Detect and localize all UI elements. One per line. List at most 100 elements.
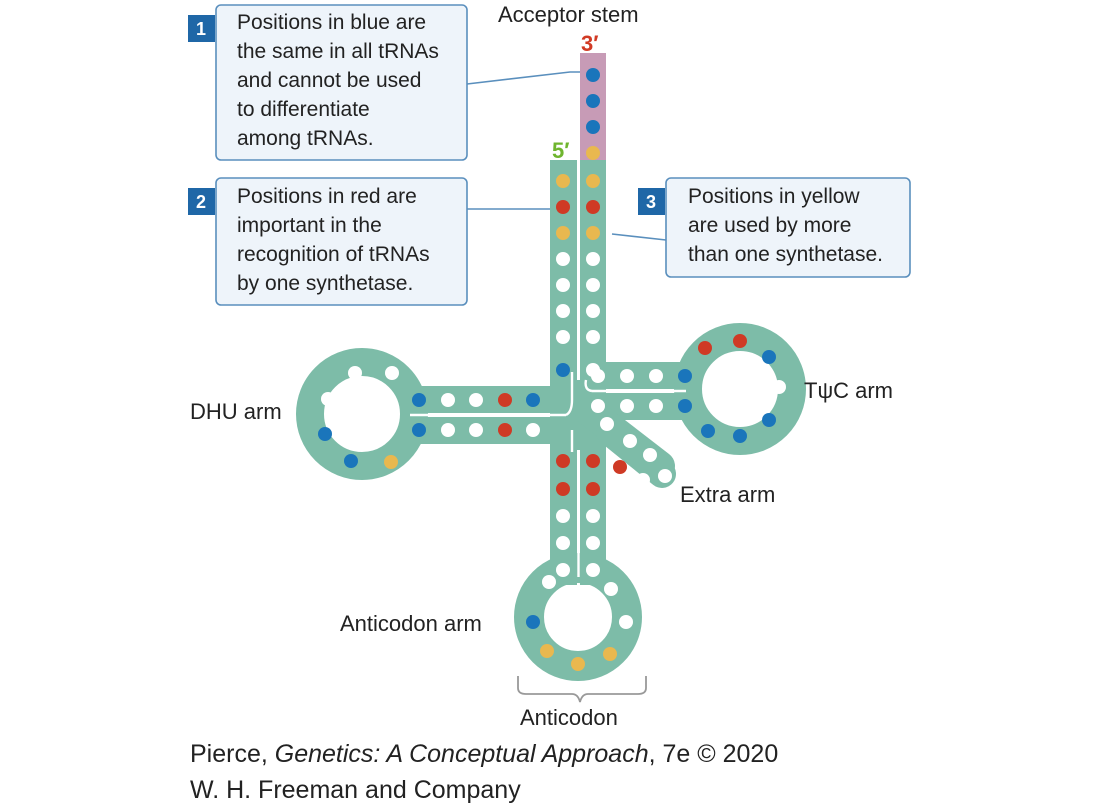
nucleotide-white xyxy=(591,399,605,413)
callout-line: important in the xyxy=(237,214,382,237)
nucleotide-yellow xyxy=(384,455,398,469)
three-prime-label: 3′ xyxy=(581,31,599,56)
nucleotide-yellow xyxy=(586,174,600,188)
nucleotide-blue xyxy=(412,423,426,437)
nucleotide-white xyxy=(586,536,600,550)
nucleotide-yellow xyxy=(586,146,600,160)
callout-line: are used by more xyxy=(688,214,852,237)
nucleotide-white xyxy=(586,304,600,318)
credit-book-title: Genetics: A Conceptual Approach xyxy=(274,740,649,768)
anticodon-arm-label: Anticodon arm xyxy=(340,611,482,636)
nucleotide-white xyxy=(348,366,362,380)
nucleotide-white xyxy=(556,304,570,318)
nucleotide-red xyxy=(556,200,570,214)
callout-number-badge xyxy=(188,188,215,215)
nucleotide-white xyxy=(600,417,614,431)
nucleotide-white xyxy=(620,369,634,383)
nucleotide-blue xyxy=(412,393,426,407)
callout-line: the same in all tRNAs xyxy=(237,40,439,63)
nucleotide-white xyxy=(649,369,663,383)
anticodon-label: Anticodon xyxy=(520,705,618,730)
nucleotide-blue xyxy=(733,429,747,443)
callout-1-text: Positions in blue are the same in all tR… xyxy=(237,8,463,153)
credit-line-1: Pierce, Genetics: A Conceptual Approach,… xyxy=(190,740,778,769)
nucleotide-white xyxy=(469,393,483,407)
nucleotide-red xyxy=(586,454,600,468)
nucleotide-yellow xyxy=(556,174,570,188)
nucleotide-blue xyxy=(678,399,692,413)
nucleotide-blue xyxy=(586,94,600,108)
five-prime-label: 5′ xyxy=(552,138,570,163)
callout-line: Positions in blue are xyxy=(237,11,427,34)
callout-line: to differentiate xyxy=(237,98,370,121)
callout-number: 2 xyxy=(196,192,206,212)
callout-line: recognition of tRNAs xyxy=(237,243,430,266)
callout-line: Positions in yellow xyxy=(688,185,860,208)
nucleotide-white xyxy=(542,575,556,589)
nucleotide-blue xyxy=(762,350,776,364)
nucleotide-white xyxy=(586,509,600,523)
nucleotide-red xyxy=(556,454,570,468)
nucleotide-yellow xyxy=(571,657,585,671)
callout-3-text: Positions in yellow are used by more tha… xyxy=(688,182,908,269)
nucleotide-red xyxy=(586,482,600,496)
nucleotide-white xyxy=(649,399,663,413)
nucleotides xyxy=(318,68,786,671)
nucleotide-red xyxy=(733,334,747,348)
nucleotide-white xyxy=(556,509,570,523)
nucleotide-blue xyxy=(344,454,358,468)
nucleotide-yellow xyxy=(603,647,617,661)
nucleotide-white xyxy=(586,330,600,344)
nucleotide-blue xyxy=(586,120,600,134)
nucleotide-white xyxy=(526,423,540,437)
callout-line: among tRNAs. xyxy=(237,127,374,150)
nucleotide-blue xyxy=(762,413,776,427)
nucleotide-yellow xyxy=(540,644,554,658)
nucleotide-white xyxy=(556,563,570,577)
nucleotide-white xyxy=(556,278,570,292)
callout-line: and cannot be used xyxy=(237,69,422,92)
callout-number: 3 xyxy=(646,192,656,212)
nucleotide-white xyxy=(586,563,600,577)
nucleotide-white xyxy=(441,393,455,407)
leader-line-1 xyxy=(466,71,592,85)
nucleotide-white xyxy=(636,473,650,487)
callout-line: by one synthetase. xyxy=(237,272,414,295)
callout-2: 2 xyxy=(188,177,468,306)
anticodon-bracket xyxy=(517,676,647,703)
acceptor-stem-label: Acceptor stem xyxy=(498,2,639,27)
acceptor-strand-3 xyxy=(580,160,606,385)
nucleotide-white xyxy=(658,469,672,483)
nucleotide-blue xyxy=(678,369,692,383)
nucleotide-blue xyxy=(526,393,540,407)
nucleotide-red xyxy=(586,200,600,214)
callout-line: Positions in red are xyxy=(237,185,417,208)
nucleotide-white xyxy=(620,399,634,413)
nucleotide-white xyxy=(321,392,335,406)
tpsic-arm-label: TψC arm xyxy=(804,378,893,403)
nucleotide-blue xyxy=(701,424,715,438)
credit-line-2: W. H. Freeman and Company xyxy=(190,776,521,804)
callout-line: than one synthetase. xyxy=(688,243,883,266)
callout-number: 1 xyxy=(196,19,206,39)
nucleotide-white xyxy=(591,369,605,383)
nucleotide-red xyxy=(498,393,512,407)
nucleotide-white xyxy=(586,252,600,266)
nucleotide-red xyxy=(698,341,712,355)
nucleotide-white xyxy=(586,278,600,292)
nucleotide-white xyxy=(556,536,570,550)
nucleotide-white xyxy=(441,423,455,437)
callout-3: 3 xyxy=(638,177,911,278)
nucleotide-red xyxy=(498,423,512,437)
nucleotide-white xyxy=(556,330,570,344)
leader-line-3 xyxy=(611,233,667,241)
acceptor-strand-5 xyxy=(550,160,577,385)
nucleotide-blue xyxy=(526,615,540,629)
credit-author: Pierce, xyxy=(190,740,275,768)
nucleotide-white xyxy=(643,448,657,462)
nucleotide-white xyxy=(619,615,633,629)
nucleotide-red xyxy=(613,460,627,474)
nucleotide-white xyxy=(604,582,618,596)
nucleotide-blue xyxy=(318,427,332,441)
nucleotide-red xyxy=(556,482,570,496)
